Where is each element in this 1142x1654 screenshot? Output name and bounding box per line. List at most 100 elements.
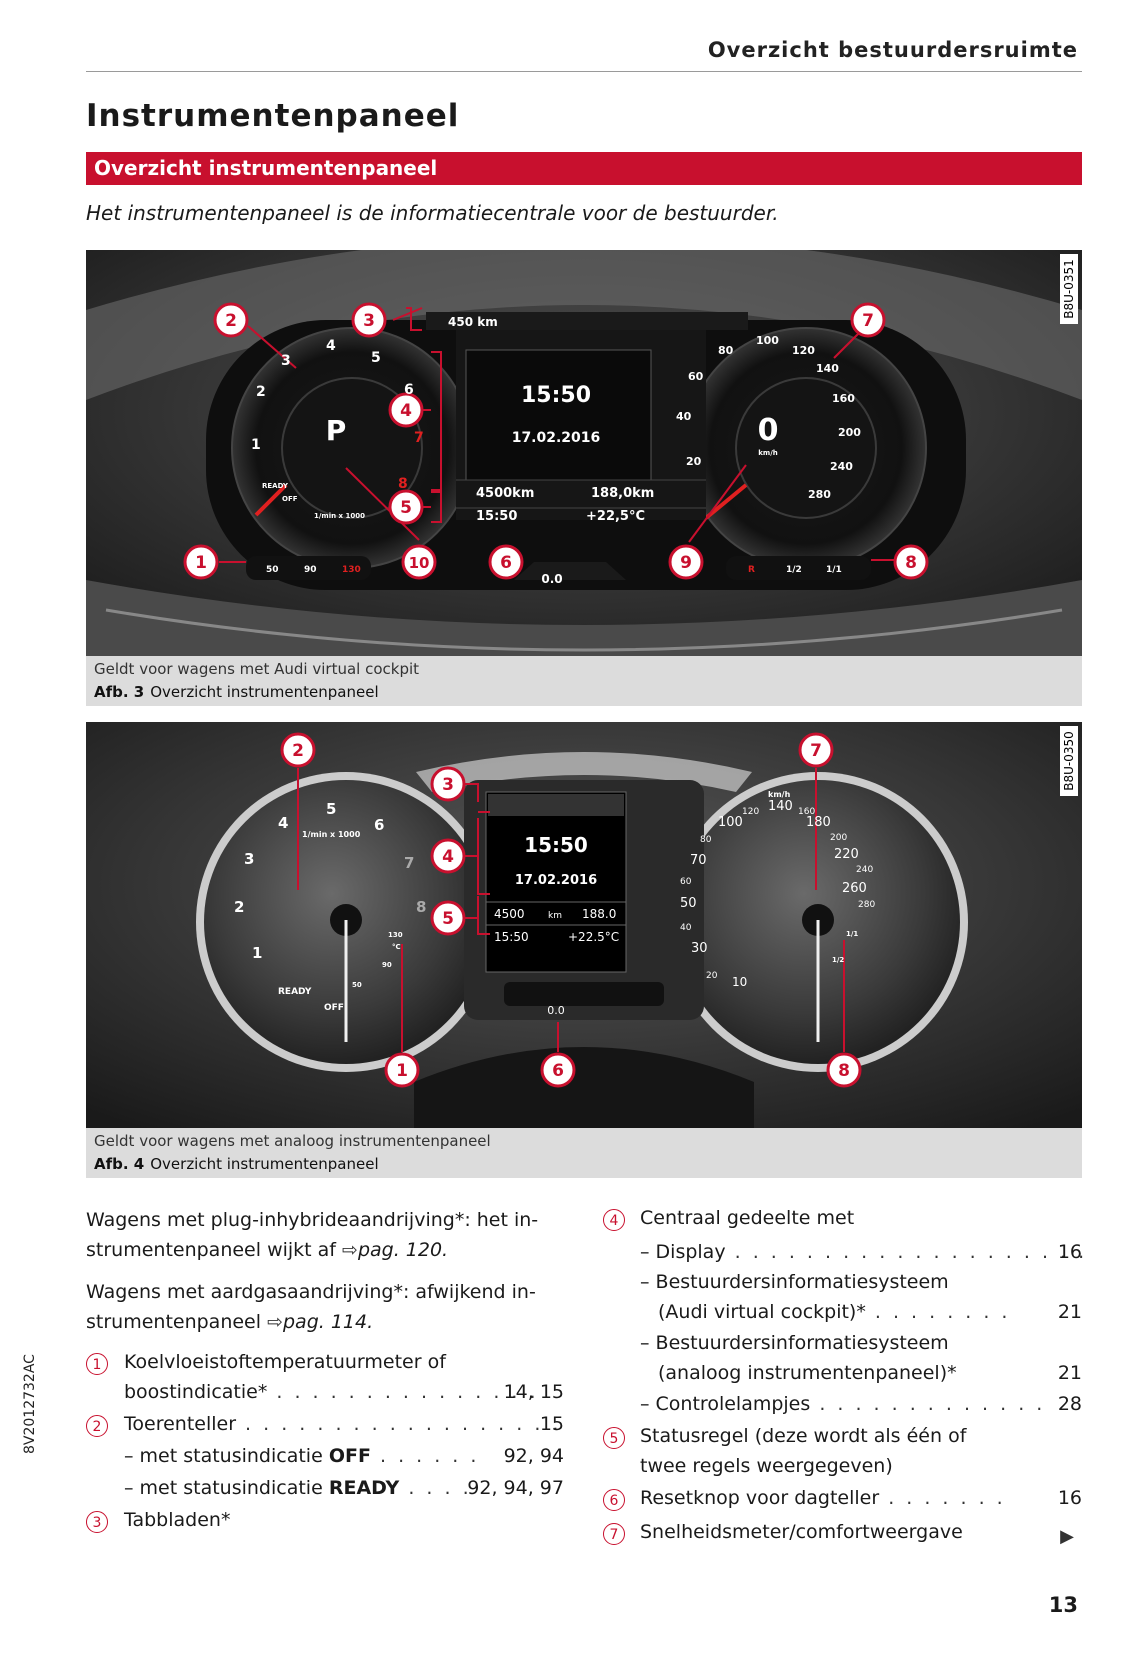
fig3-caption-title: Overzicht instrumentenpaneel bbox=[150, 683, 379, 701]
item-6-label: Resetknop voor dagteller . . . . . . . bbox=[640, 1487, 1006, 1509]
fig3-callout-1: 1 bbox=[195, 553, 207, 573]
fig4-rpm-3: 3 bbox=[244, 850, 254, 868]
fig3-callout-7: 7 bbox=[862, 311, 874, 331]
fig3-callout-8-ring bbox=[893, 544, 929, 580]
fig3-callout-9: 9 bbox=[680, 553, 692, 573]
fig4-spd-50: 50 bbox=[680, 896, 697, 911]
fig4-rpm-8: 8 bbox=[416, 898, 426, 916]
fig4-spd-70: 70 bbox=[690, 853, 707, 868]
fig3-callout-10-ring bbox=[401, 544, 437, 580]
fig4-spd-220: 220 bbox=[834, 847, 859, 862]
gas-page-ref[interactable]: pag. 114. bbox=[283, 1311, 374, 1333]
fig4-spd-30: 30 bbox=[691, 941, 708, 956]
fig3-trip-reset: 0.0 bbox=[541, 572, 562, 586]
fig4-fuel-full: 1/1 bbox=[846, 930, 858, 938]
fig3-callout-8: 8 bbox=[905, 553, 917, 573]
fig4-spd-20: 20 bbox=[706, 971, 718, 981]
fig4-caption-applies: Geldt voor wagens met analoog instrument… bbox=[94, 1132, 491, 1150]
page-title: Instrumentenpaneel bbox=[86, 98, 460, 134]
fig3-callout-7-ring bbox=[850, 302, 886, 338]
fig4-rpm-6: 6 bbox=[374, 816, 384, 834]
fig4-caption-title: Overzicht instrumentenpaneel bbox=[150, 1155, 379, 1173]
fig3-temp: +22,5°C bbox=[586, 509, 645, 524]
item-5-line2: twee regels weergegeven) bbox=[640, 1455, 893, 1477]
fig4-trip-reset: 0.0 bbox=[547, 1004, 565, 1017]
plugin-page-ref[interactable]: pag. 120. bbox=[357, 1239, 449, 1261]
fig3-rpm-7: 7 bbox=[414, 430, 424, 446]
fig4-spd-80: 80 bbox=[700, 835, 712, 845]
item-4-sub-bis2-line2: (analoog instrumentenpaneel)* bbox=[658, 1362, 957, 1384]
fig3-coolant-50: 50 bbox=[266, 565, 279, 575]
fig3-rpm-2: 2 bbox=[256, 384, 266, 400]
fig4-spd-260: 260 bbox=[842, 881, 867, 896]
fig4-temp-unit: °C bbox=[392, 943, 401, 951]
fig3-rpm-unit: 1/min x 1000 bbox=[314, 512, 365, 520]
fig4-callout-1: 1 bbox=[396, 1061, 408, 1081]
fig4-caption: Geldt voor wagens met analoog instrument… bbox=[86, 1128, 1082, 1178]
fig3-fuel-full: 1/1 bbox=[826, 565, 842, 575]
item-2-sub-off-pages: 92, 94 bbox=[503, 1445, 564, 1467]
fig4-spd-60: 60 bbox=[680, 877, 692, 887]
fig3-callout-3-ring bbox=[351, 302, 387, 338]
paragraph-plugin-hybrid: Wagens met plug-inhybrideaandrijving*: h… bbox=[86, 1205, 556, 1265]
fig3-caption-label: Afb. 3 bbox=[94, 683, 145, 701]
fig3-callout-9-ring bbox=[668, 544, 704, 580]
fig4-caption-line: Afb. 4 Overzicht instrumentenpaneel bbox=[94, 1155, 379, 1173]
item-4-sub-display: – Display . . . . . . . . . . . . . . . … bbox=[640, 1241, 1088, 1263]
item-number-7: 7 bbox=[603, 1523, 625, 1545]
fig4-callout-3-ring bbox=[430, 766, 466, 802]
item-6-page: 16 bbox=[1057, 1487, 1082, 1509]
fig4-callout-6: 6 bbox=[552, 1061, 564, 1081]
item-2-sub-ready: – met statusindicatie READY . . . . bbox=[124, 1477, 472, 1499]
fig4-off: OFF bbox=[324, 1003, 344, 1013]
fig4-time: 15:50 bbox=[524, 833, 588, 857]
fig4-spd-280: 280 bbox=[858, 900, 875, 910]
item-number-1: 1 bbox=[86, 1353, 108, 1375]
item-5-line1: Statusregel (deze wordt als één of bbox=[640, 1425, 967, 1447]
fig3-caption-applies: Geldt voor wagens met Audi virtual cockp… bbox=[94, 660, 420, 678]
item-2-pages: 15 bbox=[539, 1413, 564, 1435]
item-4-sub-ctrl: – Controlelampjes . . . . . . . . . . . … bbox=[640, 1393, 1046, 1415]
fig3-callout-6-ring bbox=[488, 544, 524, 580]
fig3-fuel-r: R bbox=[748, 565, 755, 575]
fig4-temp: +22.5°C bbox=[568, 930, 619, 944]
fig3-range: 450 km bbox=[448, 315, 498, 329]
fig3-code-box: B8U-0351 bbox=[1060, 254, 1078, 324]
fig3-rpm-1: 1 bbox=[251, 437, 261, 453]
item-4-sub-display-page: 16 bbox=[1057, 1241, 1082, 1263]
fig4-caption-label: Afb. 4 bbox=[94, 1155, 145, 1173]
item-4-label: Centraal gedeelte met bbox=[640, 1207, 855, 1229]
fig4-ready: READY bbox=[278, 987, 312, 997]
item-number-2: 2 bbox=[86, 1415, 108, 1437]
fig4-rpm-unit: 1/min x 1000 bbox=[302, 830, 361, 839]
fig3-rpm-6: 6 bbox=[404, 382, 414, 398]
fig3-spd-100: 100 bbox=[756, 334, 779, 347]
fig4-speed-unit: km/h bbox=[768, 790, 791, 799]
page-number: 13 bbox=[1048, 1593, 1078, 1617]
item-1-pages: 14, 15 bbox=[503, 1381, 564, 1403]
plugin-line2: strumentenpaneel wijkt af ⇨pag. 120. bbox=[86, 1239, 449, 1261]
fig3-spd-60: 60 bbox=[688, 370, 704, 383]
fig4-callout-3: 3 bbox=[442, 775, 454, 795]
fig3-spd-140: 140 bbox=[816, 362, 839, 375]
fig4-rpm-5: 5 bbox=[326, 800, 336, 818]
fig4-callout-6-ring bbox=[540, 1052, 576, 1088]
fig3-rpm-4: 4 bbox=[326, 338, 336, 354]
fig4-callout-5: 5 bbox=[442, 909, 454, 929]
fig4-trip: 188.0 bbox=[582, 907, 616, 921]
fig4-time2: 15:50 bbox=[494, 930, 529, 944]
fig4-callout-1-ring bbox=[384, 1052, 420, 1088]
plugin-line1: Wagens met plug-inhybrideaandrijving*: h… bbox=[86, 1209, 539, 1231]
fig3-callout-2: 2 bbox=[225, 311, 237, 331]
fig4-rpm-4: 4 bbox=[278, 814, 288, 832]
item-4-sub-bis2-page: 21 bbox=[1057, 1362, 1082, 1384]
item-2-sub-off: – met statusindicatie OFF . . . . . . bbox=[124, 1445, 480, 1467]
fig3-callout-1-ring bbox=[183, 544, 219, 580]
item-number-3: 3 bbox=[86, 1511, 108, 1533]
subsection-title: Overzicht instrumentenpaneel bbox=[94, 156, 438, 180]
item-2-line1: Toerenteller . . . . . . . . . . . . . .… bbox=[124, 1413, 562, 1435]
fig4-odo: 4500 bbox=[494, 907, 525, 921]
fig4-spd-200: 200 bbox=[830, 833, 847, 843]
fig3-caption-line: Afb. 3 Overzicht instrumentenpaneel bbox=[94, 683, 379, 701]
gas-line1: Wagens met aardgasaandrijving*: afwijken… bbox=[86, 1281, 536, 1303]
